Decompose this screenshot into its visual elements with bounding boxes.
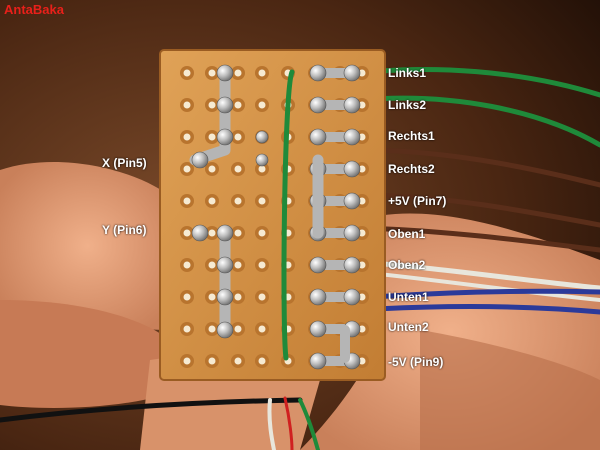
label-unten2: Unten2 xyxy=(388,320,429,334)
right-hand-shadow xyxy=(420,330,600,450)
left-finger-lower xyxy=(0,300,170,408)
label-links2: Links2 xyxy=(388,98,427,112)
label-unten1: Unten1 xyxy=(388,290,429,304)
solder-traces xyxy=(189,64,361,370)
label-plus5v-pin7: +5V (Pin7) xyxy=(388,194,447,208)
label-rechts2: Rechts2 xyxy=(388,162,435,176)
label-y-pin6: Y (Pin6) xyxy=(102,223,147,237)
label-minus5v-pin9: -5V (Pin9) xyxy=(388,355,444,369)
label-rechts1: Rechts1 xyxy=(388,129,435,143)
label-oben1: Oben1 xyxy=(388,227,426,241)
green-jumper-wire xyxy=(281,69,295,361)
label-links1: Links1 xyxy=(388,66,427,80)
left-finger xyxy=(0,161,175,330)
right-wires xyxy=(0,67,600,450)
label-oben2: Oben2 xyxy=(388,258,426,272)
watermark-text: AntaBaka xyxy=(4,2,64,17)
label-x-pin5: X (Pin5) xyxy=(102,156,147,170)
